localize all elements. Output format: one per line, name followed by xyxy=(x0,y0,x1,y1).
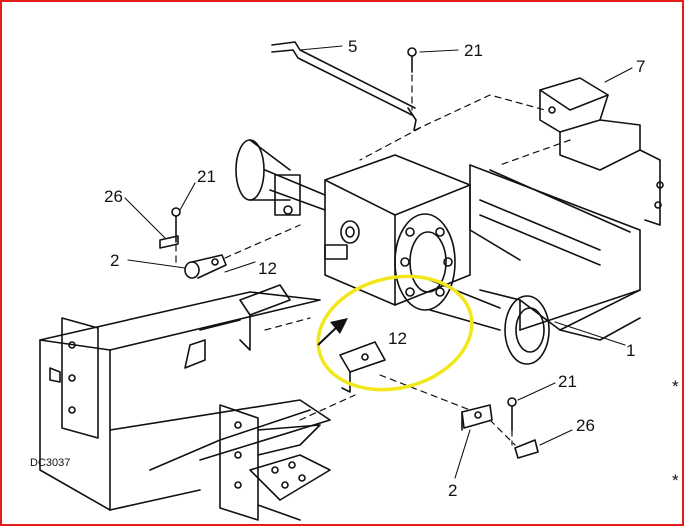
leader-lines xyxy=(124,45,633,479)
callout-1: 1 xyxy=(626,341,636,360)
callout-26-left: 26 xyxy=(104,187,123,206)
asterisk-note-1: * xyxy=(672,377,679,396)
output-flange xyxy=(394,213,550,365)
callout-5: 5 xyxy=(348,37,358,56)
cotter-pin-top xyxy=(407,47,417,73)
highlight-circle xyxy=(316,274,474,392)
pin-right-26 xyxy=(514,439,539,459)
callout-2-bottom: 2 xyxy=(448,481,458,500)
pointer-arrow xyxy=(317,318,348,346)
asterisk-note-2: * xyxy=(672,471,679,490)
callout-21-right: 21 xyxy=(558,372,577,391)
input-shaft xyxy=(235,139,326,216)
callout-21-left: 21 xyxy=(197,167,216,186)
cotter-pin-left xyxy=(171,207,181,243)
callout-7: 7 xyxy=(636,57,646,76)
gearbox-housing xyxy=(324,154,471,306)
chassis-frame xyxy=(39,164,641,511)
callout-26-right: 26 xyxy=(576,416,595,435)
cotter-pin-right xyxy=(507,397,517,431)
clevis-pin-left xyxy=(184,254,227,279)
front-upright-plate xyxy=(219,404,331,521)
pin-rod xyxy=(271,41,417,131)
hinge-bracket-left xyxy=(184,284,291,369)
diagram-code: DC3037 xyxy=(30,457,71,469)
callout-12-center: 12 xyxy=(388,329,407,348)
assembly-guide-lines xyxy=(175,74,571,446)
pin-left-26 xyxy=(159,235,179,249)
hinge-bracket-center xyxy=(339,341,386,393)
mounting-bracket xyxy=(539,77,664,226)
callout-2-left: 2 xyxy=(110,251,120,270)
callout-12-left: 12 xyxy=(258,259,277,278)
left-upright-plate xyxy=(49,317,99,439)
clevis-pin-right xyxy=(461,404,493,431)
callout-21-top: 21 xyxy=(464,41,483,60)
